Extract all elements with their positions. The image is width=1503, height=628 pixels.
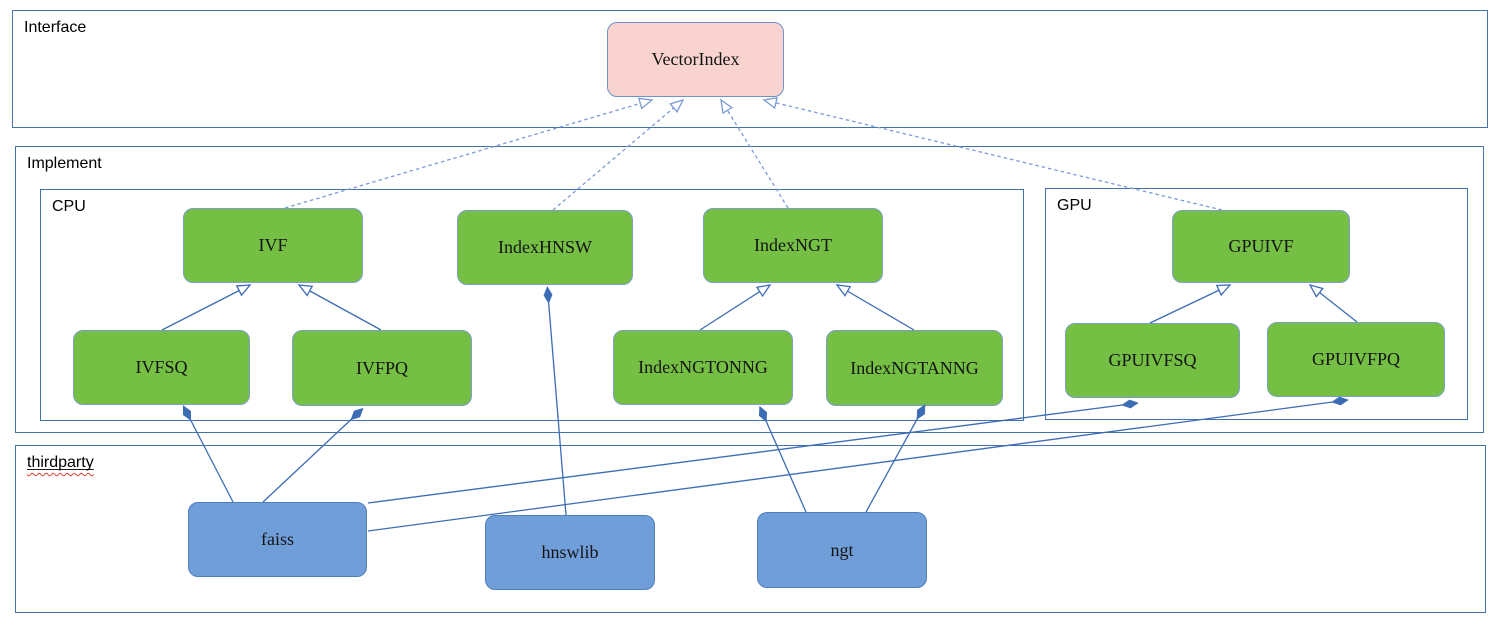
node-indexngtanng-label: IndexNGTANNG (850, 357, 979, 378)
container-implement-label: Implement (27, 155, 102, 172)
node-vectorindex-label: VectorIndex (651, 49, 740, 69)
container-gpu-label: GPU (1057, 197, 1092, 214)
container-thirdparty-label: thirdparty (27, 453, 94, 472)
node-indexngt: IndexNGT (703, 208, 883, 283)
node-ivfsq-label: IVFSQ (135, 357, 188, 377)
node-indexngt-label: IndexNGT (754, 235, 832, 255)
node-indexngtonng-label: IndexNGTONNG (638, 357, 768, 377)
node-indexngtanng: IndexNGTANNG (826, 330, 1003, 406)
node-ivfpq-label: IVFPQ (355, 357, 408, 378)
node-gpuivf: GPUIVF (1172, 210, 1350, 283)
node-ivfsq: IVFSQ (73, 330, 250, 405)
node-indexhnsw: IndexHNSW (457, 210, 633, 285)
node-indexhnsw-label: IndexHNSW (498, 237, 592, 257)
node-hnswlib-label: hnswlib (541, 542, 599, 562)
node-hnswlib: hnswlib (485, 515, 655, 590)
node-gpuivfpq: GPUIVFPQ (1267, 322, 1445, 397)
node-ngt: ngt (757, 512, 927, 588)
node-gpuivf-label: GPUIVF (1228, 236, 1294, 256)
container-thirdparty-label-text: thirdparty (27, 454, 94, 471)
container-interface-label: Interface (24, 19, 87, 36)
node-ivfpq: IVFPQ (292, 330, 472, 406)
node-ivf: IVF (183, 208, 363, 283)
node-ivf-label: IVF (258, 235, 288, 255)
node-faiss-label: faiss (261, 529, 294, 549)
node-ngt-label: ngt (830, 539, 854, 560)
node-gpuivfsq: GPUIVFSQ (1065, 323, 1240, 398)
node-faiss: faiss (188, 502, 367, 577)
node-vectorindex: VectorIndex (607, 22, 784, 97)
node-gpuivfsq-label: GPUIVFSQ (1108, 350, 1197, 370)
node-gpuivfpq-label: GPUIVFPQ (1311, 349, 1401, 369)
node-indexngtonng: IndexNGTONNG (613, 330, 793, 405)
container-cpu-label: CPU (52, 198, 86, 215)
